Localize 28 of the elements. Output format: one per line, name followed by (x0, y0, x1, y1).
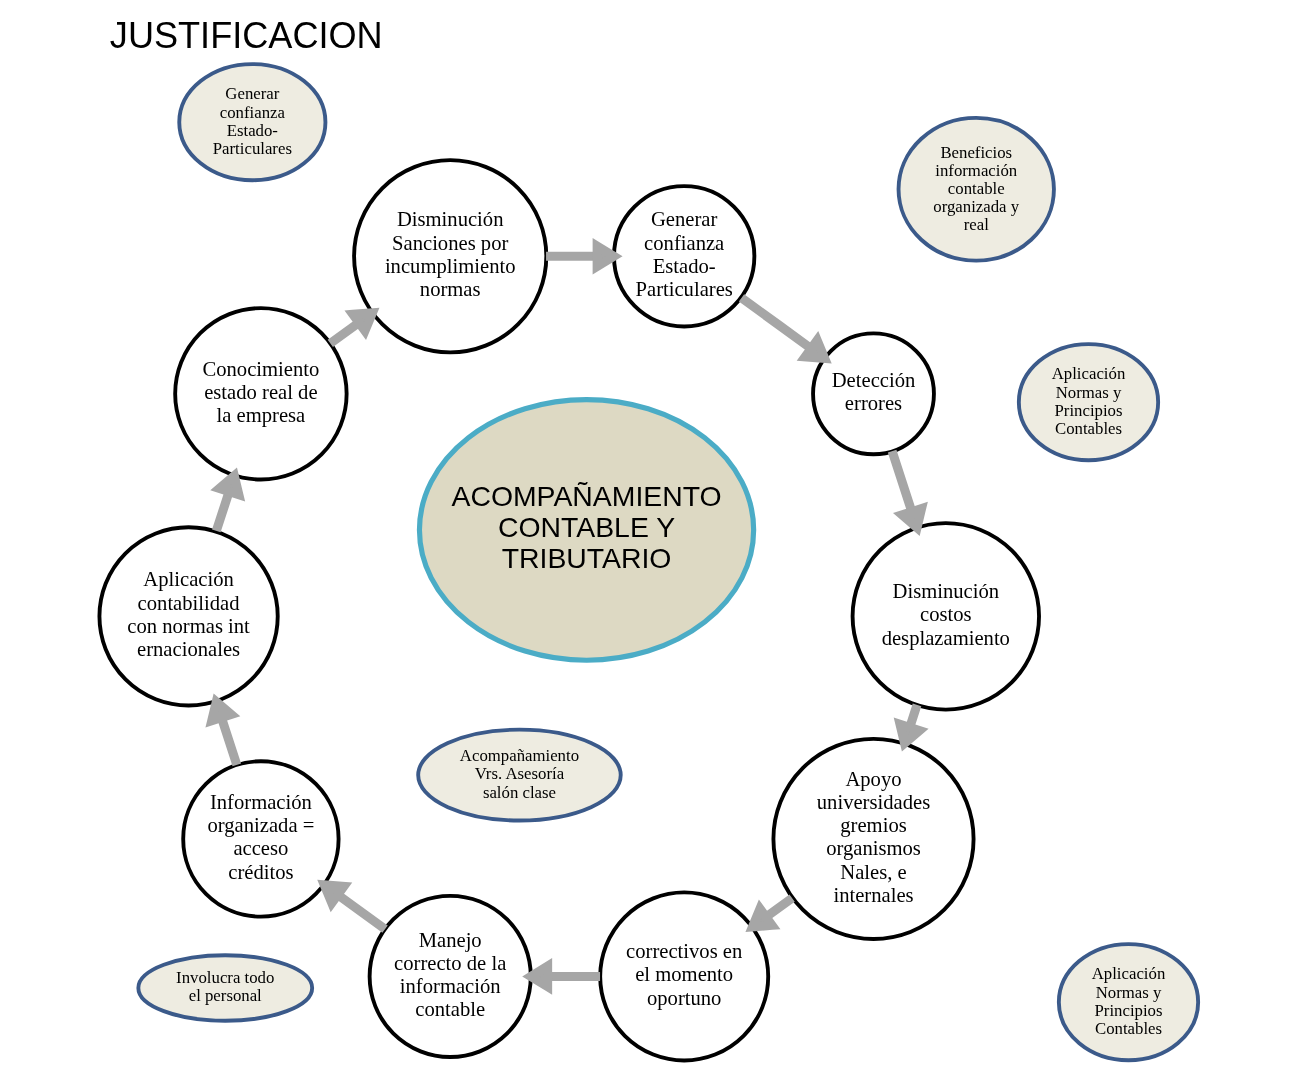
node-circle: Manejo correcto de la información contable (367, 893, 533, 1059)
arrow (205, 693, 242, 767)
node-circle: Información organizada = acceso créditos (181, 759, 341, 919)
node-circle: Disminución Sanciones por incumplimiento normas (352, 158, 549, 355)
arrow (522, 958, 601, 995)
arrow (893, 703, 929, 752)
node-circle: Apoyo universidades gremios organismos Nales, e internales (771, 736, 976, 941)
node-circle: Aplicación contabilidad con normas internacionales (97, 525, 280, 708)
node-circle: Conocimiento estado real de la empresa (173, 306, 349, 482)
node-circle: correctivos en el momento oportuno (598, 890, 771, 1063)
node-ellipse: Acompañamiento Vrs. Asesoría salón clase (416, 727, 623, 823)
arrow (546, 237, 623, 275)
node-circle: Disminución costos desplazamiento (850, 521, 1041, 712)
node-ellipse: Involucra todo el personal (136, 953, 315, 1023)
arrow (745, 894, 795, 932)
node-ellipse: Aplicación Normas y Principios Contables (1056, 942, 1201, 1063)
arrow (210, 467, 246, 533)
node-circle: Generar confianza Estado-Particulares (612, 184, 757, 329)
node-circle: Beneficios información contable organizada y real (896, 115, 1056, 263)
arrow (327, 307, 380, 348)
node-circle: Detección errores (811, 331, 936, 457)
node-ellipse: Generar confianza Estado-Particulares (177, 62, 328, 183)
arrow (317, 879, 388, 933)
arrow (738, 294, 832, 364)
diagram-title: JUSTIFICACION (109, 14, 383, 56)
node-ellipse: Aplicación Normas y Principios Contables (1016, 342, 1161, 463)
arrow (887, 449, 928, 536)
node-ellipse: ACOMPAÑAMIENTO CONTABLE Y TRIBUTARIO (416, 397, 757, 663)
